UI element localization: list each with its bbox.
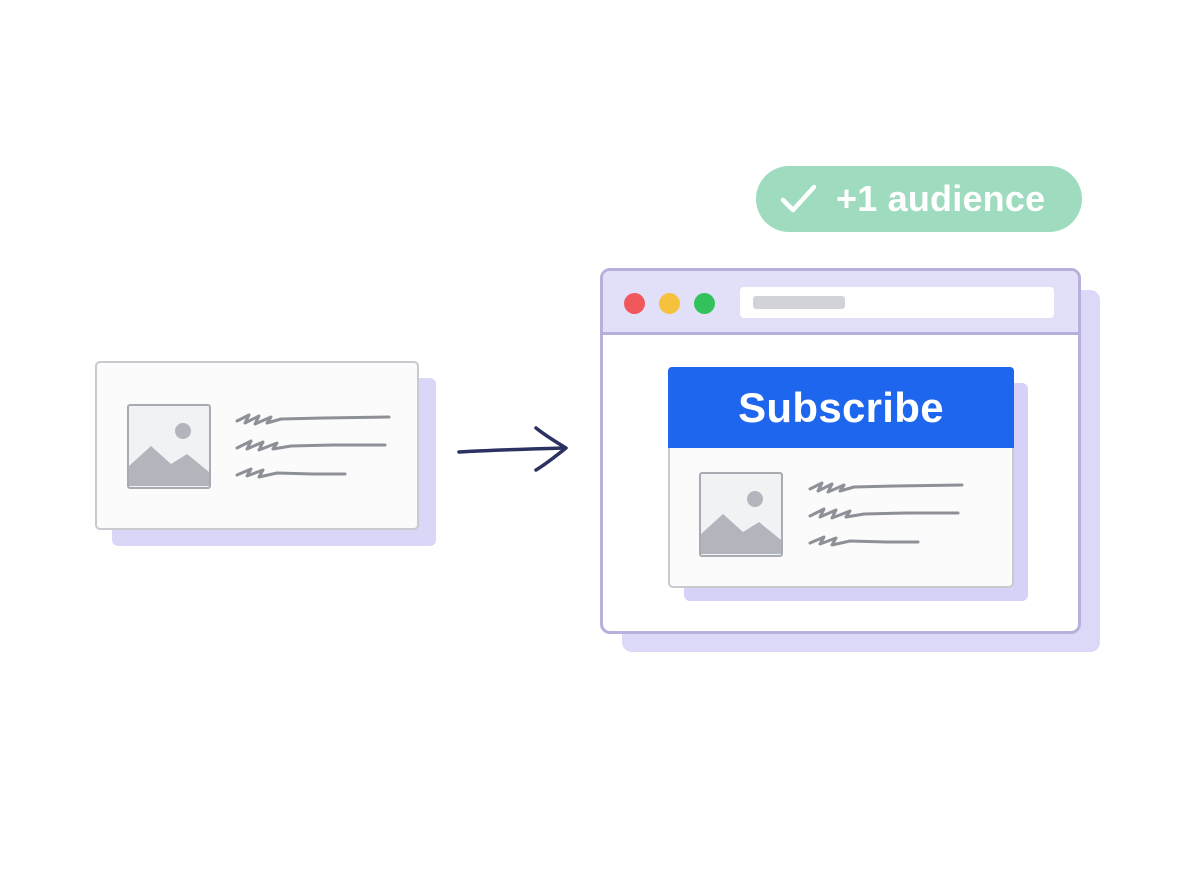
subscribe-button[interactable]: Subscribe bbox=[668, 367, 1014, 448]
badge-label: +1 audience bbox=[836, 178, 1046, 219]
minimize-dot[interactable] bbox=[659, 293, 680, 314]
close-dot[interactable] bbox=[624, 293, 645, 314]
image-placeholder bbox=[699, 472, 783, 557]
image-placeholder bbox=[127, 404, 211, 489]
browser-titlebar bbox=[603, 271, 1078, 335]
image-icon bbox=[701, 491, 781, 554]
address-bar-placeholder bbox=[753, 296, 845, 309]
check-icon bbox=[780, 184, 817, 213]
maximize-dot[interactable] bbox=[694, 293, 715, 314]
left-content-card bbox=[95, 361, 419, 530]
image-icon bbox=[129, 423, 209, 486]
text-scribble-lines bbox=[235, 413, 391, 479]
text-scribble-lines bbox=[808, 481, 964, 547]
audience-badge: +1 audience bbox=[756, 166, 1082, 232]
arrow-right-icon bbox=[457, 426, 568, 472]
address-bar[interactable] bbox=[740, 287, 1054, 318]
